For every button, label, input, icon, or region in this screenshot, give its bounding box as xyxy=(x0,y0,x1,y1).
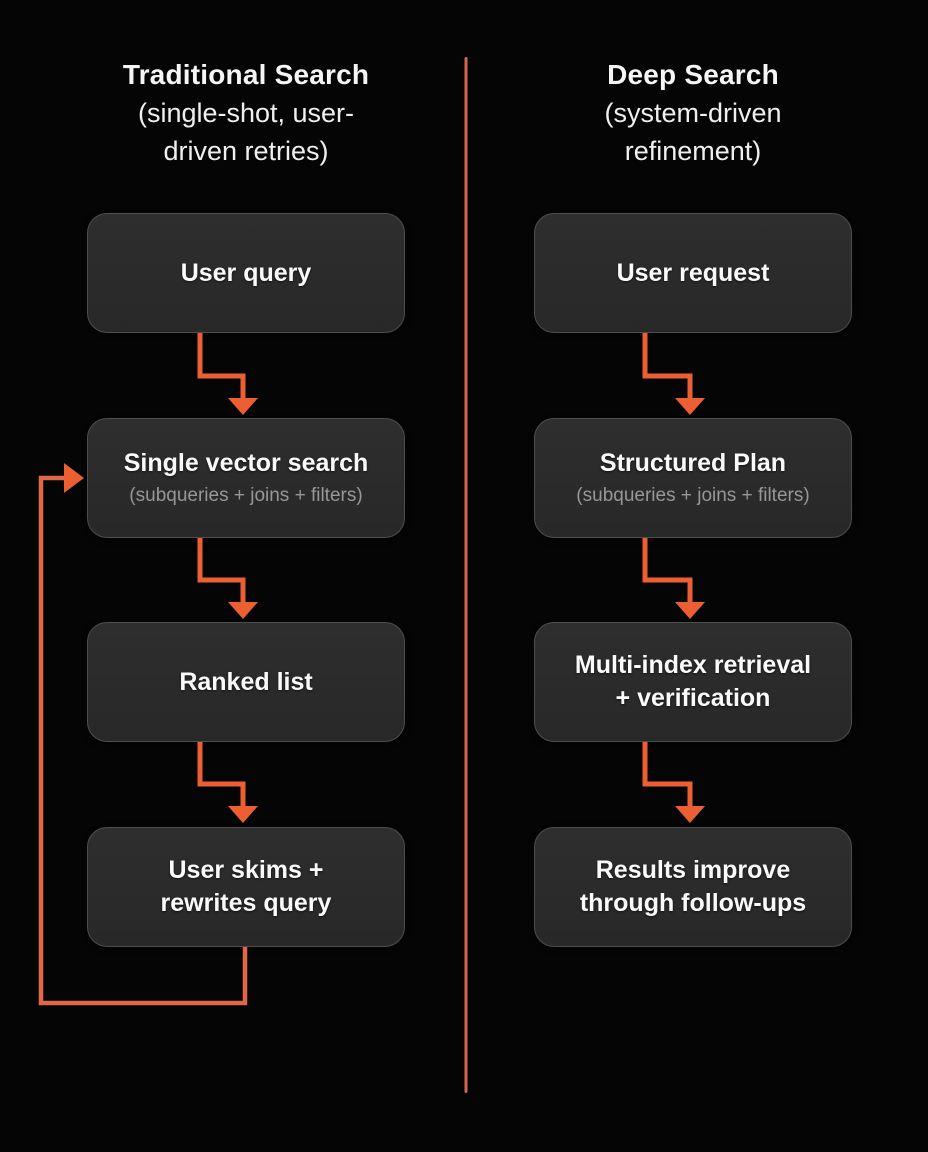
arrow-traditional-1 xyxy=(197,333,246,399)
deep-search-subtitle-line-1: (system-driven xyxy=(604,98,782,128)
flow-box-deep-1: User request xyxy=(534,213,852,333)
flow-box-title: User skims +rewrites query xyxy=(160,856,332,917)
arrow-traditional-3 xyxy=(197,742,246,807)
arrowhead-deep-3 xyxy=(675,806,705,823)
deep-search-header: Deep Search (system-driven refinement) xyxy=(513,56,873,170)
arrow-deep-2 xyxy=(642,538,693,603)
arrowhead-traditional-2 xyxy=(228,602,258,619)
arrow-traditional-2 xyxy=(197,538,246,603)
arrowhead-traditional-3 xyxy=(228,806,258,823)
flow-box-subtitle: (subqueries + joins + filters) xyxy=(129,485,363,506)
flow-box-traditional-1: User query xyxy=(87,213,405,333)
traditional-search-header: Traditional Search (single-shot, user- d… xyxy=(66,56,426,170)
arrowhead-traditional-1 xyxy=(228,398,258,415)
flow-box-title: User request xyxy=(616,258,770,287)
traditional-search-subtitle-line-1: (single-shot, user- xyxy=(137,98,355,128)
arrow-deep-3 xyxy=(642,742,693,807)
flow-box-traditional-3: Ranked list xyxy=(87,622,405,742)
flow-box-title: Structured Plan xyxy=(599,449,787,477)
flow-box-title: Single vector search xyxy=(123,449,369,477)
column-divider-line xyxy=(464,57,468,1093)
flow-box-title: User query xyxy=(180,258,312,287)
deep-search-title: Deep Search xyxy=(607,59,779,90)
flow-box-title: Ranked list xyxy=(179,667,313,696)
flow-box-traditional-2: Single vector search (subqueries + joins … xyxy=(87,418,405,538)
retry-loop-arrowhead xyxy=(64,463,84,493)
flow-box-deep-2: Structured Plan (subqueries + joins + fil… xyxy=(534,418,852,538)
flow-box-traditional-4: User skims +rewrites query xyxy=(87,827,405,947)
traditional-search-title: Traditional Search xyxy=(122,59,370,90)
traditional-search-subtitle-line-2: driven retries) xyxy=(163,136,329,166)
flow-box-subtitle: (subqueries + joins + filters) xyxy=(576,485,810,506)
flow-box-title: Multi-index retrieval+ verification xyxy=(574,651,812,712)
deep-search-subtitle-line-2: refinement) xyxy=(624,136,762,166)
arrowhead-deep-1 xyxy=(675,398,705,415)
arrowhead-deep-2 xyxy=(675,602,705,619)
flow-box-deep-3: Multi-index retrieval+ verification xyxy=(534,622,852,742)
arrow-deep-1 xyxy=(642,333,693,399)
